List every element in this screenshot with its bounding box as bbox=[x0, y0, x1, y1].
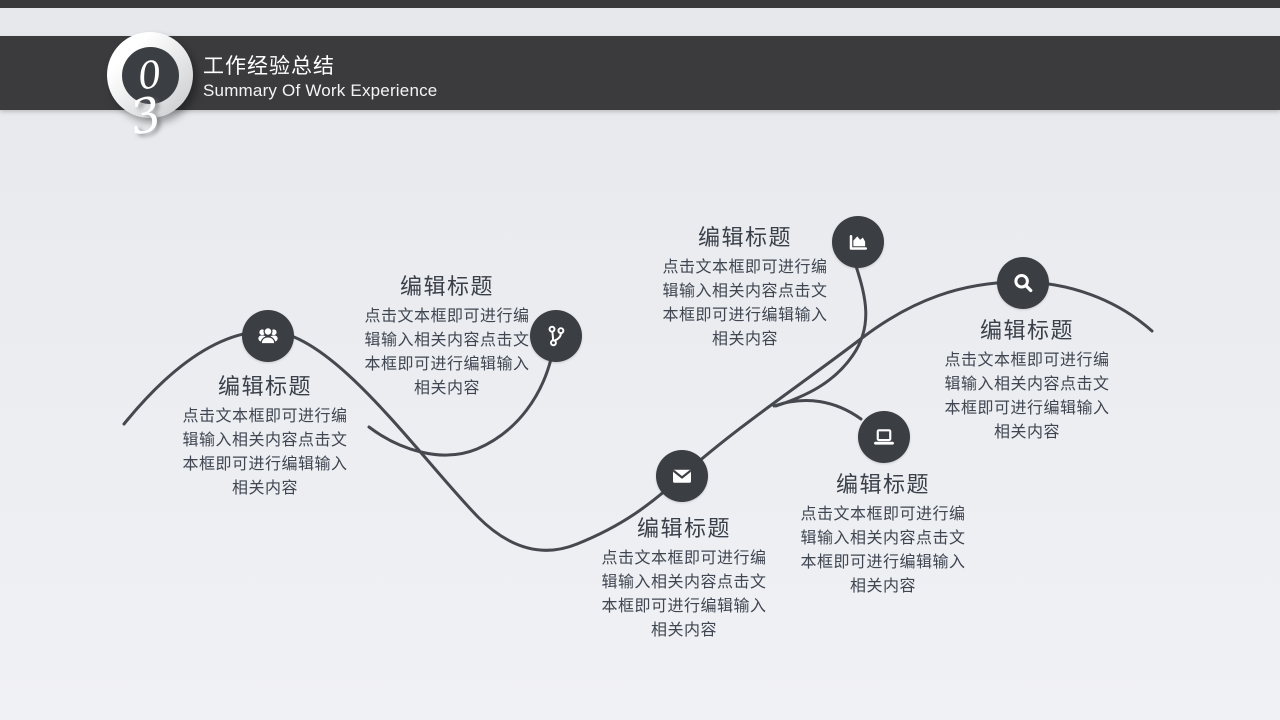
node-body-line: 辑输入相关内容点击文 bbox=[800, 530, 966, 547]
node-title[interactable]: 编辑标题 bbox=[835, 472, 930, 497]
top-accent-strip bbox=[0, 0, 1280, 8]
timeline-node-circle-5[interactable] bbox=[858, 411, 910, 463]
node-body-line: 相关内容 bbox=[993, 424, 1060, 441]
timeline-node-text-1[interactable]: 编辑标题 点击文本框即可进行编 辑输入相关内容点击文 本框即可进行编辑输入 相关… bbox=[155, 372, 375, 501]
branch-curve-laptop bbox=[772, 399, 863, 421]
node-body-line: 相关内容 bbox=[650, 622, 717, 639]
node-body-line: 本框即可进行编辑输入 bbox=[944, 400, 1110, 417]
node-title[interactable]: 编辑标题 bbox=[399, 274, 494, 299]
node-body-line: 辑输入相关内容点击文 bbox=[182, 432, 348, 449]
header-titles: 工作经验总结 Summary Of Work Experience bbox=[203, 54, 437, 102]
branch-curve-chart bbox=[774, 264, 868, 408]
timeline-node-circle-1[interactable] bbox=[242, 310, 294, 362]
timeline-node-text-5[interactable]: 编辑标题 点击文本框即可进行编 辑输入相关内容点击文 本框即可进行编辑输入 相关… bbox=[773, 470, 993, 599]
node-title[interactable]: 编辑标题 bbox=[697, 225, 792, 250]
node-title[interactable]: 编辑标题 bbox=[636, 516, 731, 541]
node-body-line: 点击文本框即可进行编 bbox=[601, 550, 767, 567]
timeline-node-text-3[interactable]: 编辑标题 点击文本框即可进行编 辑输入相关内容点击文 本框即可进行编辑输入 相关… bbox=[635, 223, 855, 352]
timeline-node-text-4[interactable]: 编辑标题 点击文本框即可进行编 辑输入相关内容点击文 本框即可进行编辑输入 相关… bbox=[574, 514, 794, 643]
node-body-line: 本框即可进行编辑输入 bbox=[800, 554, 966, 571]
people-icon bbox=[258, 326, 278, 345]
node-body[interactable]: 点击文本框即可进行编 辑输入相关内容点击文 本框即可进行编辑输入 相关内容 bbox=[155, 405, 375, 501]
node-body-line: 点击文本框即可进行编 bbox=[182, 408, 348, 425]
node-body-line: 本框即可进行编辑输入 bbox=[182, 456, 348, 473]
timeline-node-circle-4[interactable] bbox=[656, 450, 708, 502]
node-title[interactable]: 编辑标题 bbox=[217, 374, 312, 399]
laptop-icon bbox=[874, 429, 894, 445]
node-body[interactable]: 点击文本框即可进行编 辑输入相关内容点击文 本框即可进行编辑输入 相关内容 bbox=[917, 349, 1137, 445]
timeline-node-circle-6[interactable] bbox=[997, 257, 1049, 309]
node-body-line: 相关内容 bbox=[413, 380, 480, 397]
node-body-line: 本框即可进行编辑输入 bbox=[601, 598, 767, 615]
search-icon bbox=[1014, 274, 1033, 293]
node-body[interactable]: 点击文本框即可进行编 辑输入相关内容点击文 本框即可进行编辑输入 相关内容 bbox=[337, 305, 557, 401]
envelope-icon bbox=[672, 469, 692, 483]
node-body-line: 点击文本框即可进行编 bbox=[364, 308, 530, 325]
node-body-line: 点击文本框即可进行编 bbox=[944, 352, 1110, 369]
branch-curve-left bbox=[367, 357, 553, 457]
timeline-node-text-6[interactable]: 编辑标题 点击文本框即可进行编 辑输入相关内容点击文 本框即可进行编辑输入 相关… bbox=[917, 316, 1137, 445]
badge-inner-circle: 0 bbox=[121, 46, 179, 104]
timeline-node-text-2[interactable]: 编辑标题 点击文本框即可进行编 辑输入相关内容点击文 本框即可进行编辑输入 相关… bbox=[337, 272, 557, 401]
node-title[interactable]: 编辑标题 bbox=[979, 318, 1074, 343]
timeline-node-circle-3[interactable] bbox=[832, 216, 884, 268]
node-body-line: 本框即可进行编辑输入 bbox=[364, 356, 530, 373]
node-body-line: 辑输入相关内容点击文 bbox=[944, 376, 1110, 393]
node-body-line: 相关内容 bbox=[711, 331, 778, 348]
git-branch-icon bbox=[548, 325, 565, 347]
node-body-line: 本框即可进行编辑输入 bbox=[662, 307, 828, 324]
node-body[interactable]: 点击文本框即可进行编 辑输入相关内容点击文 本框即可进行编辑输入 相关内容 bbox=[574, 547, 794, 643]
node-body[interactable]: 点击文本框即可进行编 辑输入相关内容点击文 本框即可进行编辑输入 相关内容 bbox=[773, 503, 993, 599]
timeline-node-circle-2[interactable] bbox=[530, 310, 582, 362]
node-body-line: 辑输入相关内容点击文 bbox=[364, 332, 530, 349]
node-body[interactable]: 点击文本框即可进行编 辑输入相关内容点击文 本框即可进行编辑输入 相关内容 bbox=[635, 256, 855, 352]
page-title: 工作经验总结 bbox=[203, 55, 335, 78]
node-body-line: 相关内容 bbox=[849, 578, 916, 595]
header-bar bbox=[0, 36, 1280, 110]
node-body-line: 辑输入相关内容点击文 bbox=[601, 574, 767, 591]
node-body-line: 辑输入相关内容点击文 bbox=[662, 283, 828, 300]
area-chart-icon bbox=[849, 235, 867, 250]
section-number-badge: 0 bbox=[107, 32, 193, 118]
page-subtitle: Summary Of Work Experience bbox=[203, 81, 438, 100]
node-body-line: 点击文本框即可进行编 bbox=[800, 506, 966, 523]
node-body-line: 点击文本框即可进行编 bbox=[662, 259, 828, 276]
node-body-line: 相关内容 bbox=[231, 480, 298, 497]
